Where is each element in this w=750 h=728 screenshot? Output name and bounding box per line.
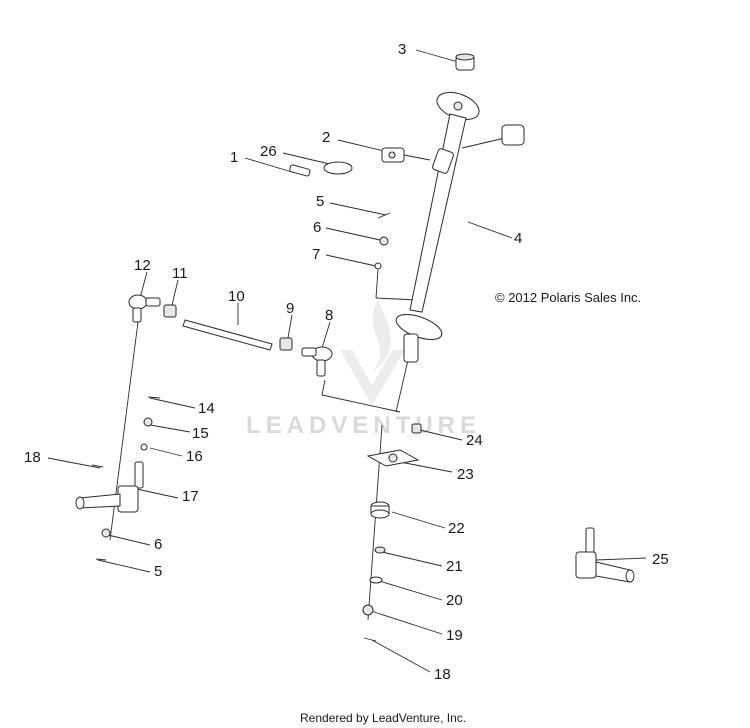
part-2-bracket: [381, 124, 525, 163]
part-8-tie-rod-end: [301, 346, 333, 377]
part-7-washer: [374, 262, 382, 270]
callout-20: 20: [446, 592, 463, 609]
part-6-nut: [379, 236, 389, 246]
callout-19: 19: [446, 627, 463, 644]
callout-6-top: 6: [313, 219, 321, 236]
part-16-washer: [140, 443, 148, 451]
callout-7: 7: [312, 246, 320, 263]
callout-2: 2: [322, 129, 330, 146]
part-20-washer: [369, 576, 383, 584]
part-10-tie-rod-tube: [182, 319, 273, 351]
part-11-jam-nut: [163, 304, 177, 318]
callout-24: 24: [466, 432, 483, 449]
callout-15: 15: [192, 425, 209, 442]
part-5-cotter-pin-lower: [95, 558, 107, 561]
callout-18-lower: 18: [434, 666, 451, 683]
watermark: LEADVENTURE: [246, 300, 481, 439]
watermark-flame-icon: [372, 300, 391, 372]
watermark-text: LEADVENTURE: [246, 412, 481, 439]
callout-17: 17: [182, 488, 199, 505]
copyright-text: © 2012 Polaris Sales Inc.: [495, 290, 641, 305]
part-9-jam-nut: [279, 337, 293, 351]
callout-21: 21: [446, 558, 463, 575]
callout-1: 1: [230, 149, 238, 166]
part-26-clip: [323, 161, 353, 175]
callout-22: 22: [448, 520, 465, 537]
leader-lines: [47, 49, 647, 673]
callout-6-lower: 6: [154, 536, 162, 553]
callout-18-left: 18: [24, 449, 41, 466]
callout-11: 11: [172, 265, 188, 282]
watermark-v-icon: [340, 350, 405, 405]
callout-16: 16: [186, 448, 203, 465]
callout-26: 26: [260, 143, 277, 160]
callout-3: 3: [398, 41, 406, 58]
callout-23: 23: [457, 466, 474, 483]
part-3-cap: [455, 53, 475, 71]
part-14-cotter-pin: [147, 396, 161, 399]
part-21-washer: [374, 546, 386, 554]
part-1-bolt: [289, 164, 311, 177]
callout-labels: 3 2 1 26 5 6 7 4 12 11 10 9 8 14 15 16 1…: [24, 41, 669, 683]
part-18-cotter-pin-lower: [363, 637, 377, 642]
part-23-bearing-plate: [366, 449, 420, 467]
callout-5-top: 5: [316, 193, 324, 210]
callout-12: 12: [134, 257, 151, 274]
part-22-bearing: [370, 501, 390, 519]
part-25-spindle: [575, 527, 635, 583]
part-24-nut: [411, 423, 422, 434]
part-6-nut-lower: [101, 528, 111, 538]
part-15-nut: [143, 417, 153, 427]
footer-text: Rendered by LeadVenture, Inc.: [300, 711, 466, 725]
callout-14: 14: [198, 400, 215, 417]
callout-8: 8: [325, 307, 333, 324]
part-18-cotter-pin: [91, 464, 104, 468]
part-4-steering-post: [395, 91, 480, 363]
part-12-tie-rod-end: [128, 294, 161, 323]
callout-9: 9: [286, 300, 294, 317]
part-19-nut: [362, 604, 374, 616]
callout-25: 25: [652, 551, 669, 568]
callout-10: 10: [228, 288, 245, 305]
callout-4: 4: [514, 230, 522, 247]
callout-5-lower: 5: [154, 563, 162, 580]
part-17-spindle: [75, 461, 144, 513]
part-5-cotter-pin: [377, 212, 391, 219]
